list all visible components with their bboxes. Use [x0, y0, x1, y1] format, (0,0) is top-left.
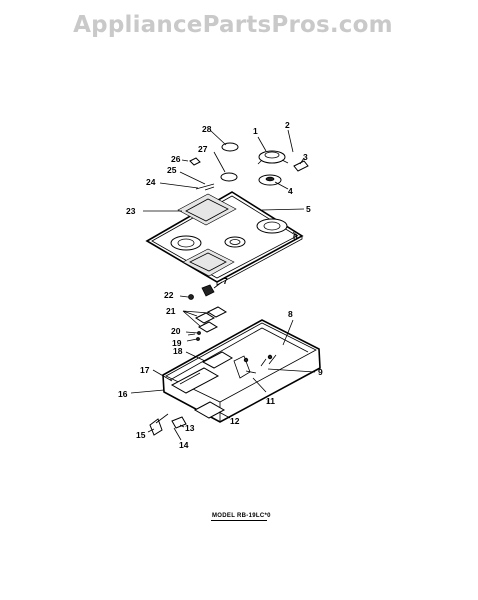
callout-2: 2	[285, 120, 290, 130]
callout-11: 11	[266, 396, 275, 406]
callout-4: 4	[288, 186, 293, 196]
callout-12: 12	[230, 416, 240, 426]
callout-18: 18	[173, 346, 183, 356]
model-underline	[211, 520, 267, 521]
site-watermark: AppliancePartsPros.com	[73, 12, 393, 38]
callout-26: 26	[171, 154, 181, 164]
callout-25: 25	[167, 165, 177, 175]
callout-7: 7	[223, 276, 228, 286]
callout-19: 19	[172, 338, 182, 348]
valve-block-c	[197, 321, 219, 333]
burner-opening-center	[224, 236, 246, 248]
terminal-block-12	[193, 401, 226, 419]
header-scrap-right: _____ _ _______ ___	[378, 0, 437, 4]
callout-21: 21	[166, 306, 176, 316]
valve-block-b	[206, 306, 228, 318]
burner-head-rear	[258, 150, 286, 164]
callout-9: 9	[318, 367, 323, 377]
manifold-17	[170, 367, 220, 394]
callout-15: 15	[136, 430, 146, 440]
callout-20: 20	[171, 326, 181, 336]
callout-5: 5	[306, 204, 311, 214]
callout-1: 1	[253, 126, 258, 136]
callout-28: 28	[202, 124, 212, 134]
callout-6: 6	[293, 232, 298, 242]
callout-16: 16	[118, 389, 128, 399]
grate-panel-front	[182, 248, 235, 277]
knob-26	[189, 157, 201, 166]
leader-lines	[130, 129, 316, 441]
callout-labels: 28 1 2 27 26 3 25 24 4 23 5 6 7 22 21 8 …	[118, 120, 323, 450]
nut-22	[188, 294, 194, 300]
clip-13	[171, 416, 187, 429]
callout-8: 8	[288, 309, 293, 319]
switch-15	[149, 418, 163, 436]
callout-14: 14	[179, 440, 189, 450]
burner-ring-28	[221, 142, 239, 152]
callout-23: 23	[126, 206, 136, 216]
header-scrap-left: ____________ ___ _______	[2, 0, 79, 4]
valve-block-a	[194, 312, 216, 324]
burner-opening-left	[170, 235, 202, 251]
bracket-18	[201, 351, 233, 369]
burner-box	[162, 319, 321, 423]
callout-17: 17	[140, 365, 150, 375]
callout-24: 24	[146, 177, 156, 187]
bracket-7	[201, 284, 215, 297]
burner-ring-27	[220, 172, 238, 182]
callout-22: 22	[164, 290, 174, 300]
burner-opening-right	[256, 218, 288, 234]
grate-panel-rear	[177, 193, 237, 226]
callout-13: 13	[185, 423, 195, 433]
callout-3: 3	[303, 152, 308, 162]
model-number: MODEL RB-19LC*0	[212, 513, 271, 519]
callout-27: 27	[198, 144, 208, 154]
